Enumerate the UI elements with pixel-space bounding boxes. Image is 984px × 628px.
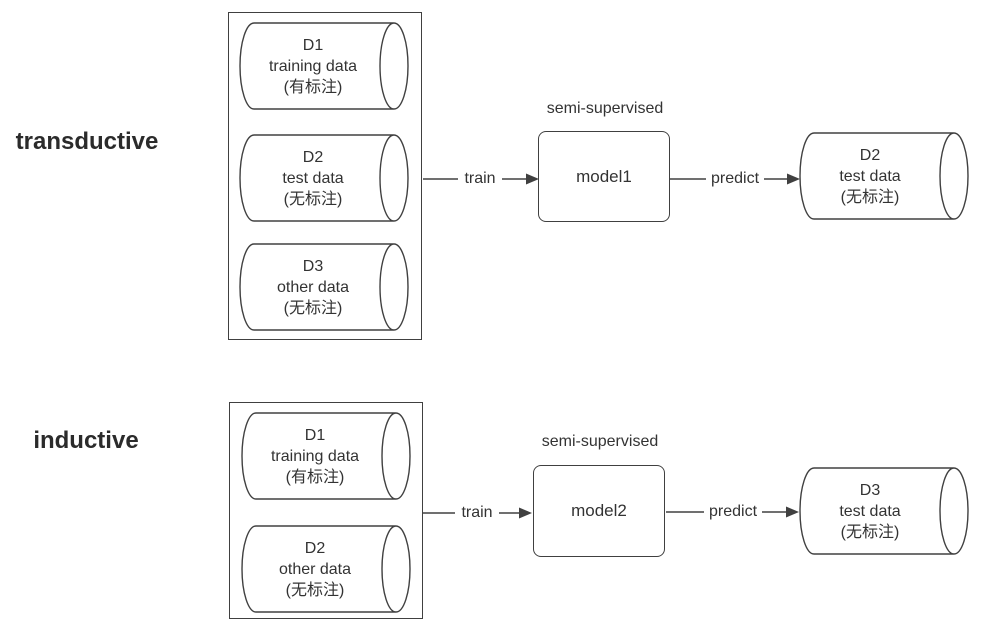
dataset-desc: test data <box>282 169 344 187</box>
dataset-desc: test data <box>839 167 901 185</box>
dataset-cylinder-transductive-d1: D1 training data (有标注) <box>240 23 386 109</box>
predict-arrow-label-inductive: predict <box>704 501 762 523</box>
dataset-group-box-inductive <box>229 402 423 619</box>
dataset-note: (无标注) <box>283 190 343 208</box>
output-cylinder-transductive: D2 test data (无标注) <box>800 133 940 219</box>
dataset-cylinder-inductive-d1: D1 training data (有标注) <box>242 413 388 499</box>
predict-arrowhead-transductive <box>787 173 800 185</box>
section-label-inductive: inductive <box>33 427 139 454</box>
model-caption-inductive: semi-supervised <box>541 433 659 450</box>
dataset-note: (无标注) <box>840 188 900 206</box>
model-name: model2 <box>571 501 627 520</box>
dataset-group-box-transductive <box>228 12 422 340</box>
dataset-cylinder-inductive-d2: D2 other data (无标注) <box>242 526 388 612</box>
dataset-name: D1 <box>304 426 326 444</box>
dataset-name: D2 <box>304 539 326 557</box>
dataset-name: D3 <box>302 257 324 275</box>
dataset-desc: other data <box>278 560 352 578</box>
dataset-note: (无标注) <box>840 523 900 541</box>
model-caption-transductive: semi-supervised <box>546 100 664 117</box>
train-arrow-label-transductive: train <box>458 168 502 190</box>
dataset-desc: other data <box>276 278 350 296</box>
dataset-note: (无标注) <box>283 299 343 317</box>
dataset-note: (无标注) <box>285 581 345 599</box>
model-name: model1 <box>576 166 632 186</box>
dataset-note: (有标注) <box>283 78 343 96</box>
dataset-desc: training data <box>270 447 360 465</box>
dataset-name: D1 <box>302 36 324 54</box>
predict-arrowhead-inductive <box>786 506 799 518</box>
train-arrowhead-inductive <box>519 507 532 519</box>
dataset-name: D2 <box>302 148 324 166</box>
model-box-transductive: model1 <box>538 131 670 222</box>
dataset-cylinder-transductive-d2: D2 test data (无标注) <box>240 135 386 221</box>
dataset-desc: test data <box>839 502 901 520</box>
dataset-name: D3 <box>859 481 881 499</box>
dataset-note: (有标注) <box>285 468 345 486</box>
dataset-cylinder-transductive-d3: D3 other data (无标注) <box>240 244 386 330</box>
dataset-name: D2 <box>859 146 881 164</box>
section-label-transductive: transductive <box>15 128 159 155</box>
train-arrowhead-transductive <box>526 173 539 185</box>
dataset-desc: training data <box>268 57 358 75</box>
train-arrow-label-inductive: train <box>455 502 499 524</box>
output-cylinder-inductive: D3 test data (无标注) <box>800 468 940 554</box>
predict-arrow-label-transductive: predict <box>706 168 764 190</box>
model-box-inductive: model2 <box>533 465 665 557</box>
